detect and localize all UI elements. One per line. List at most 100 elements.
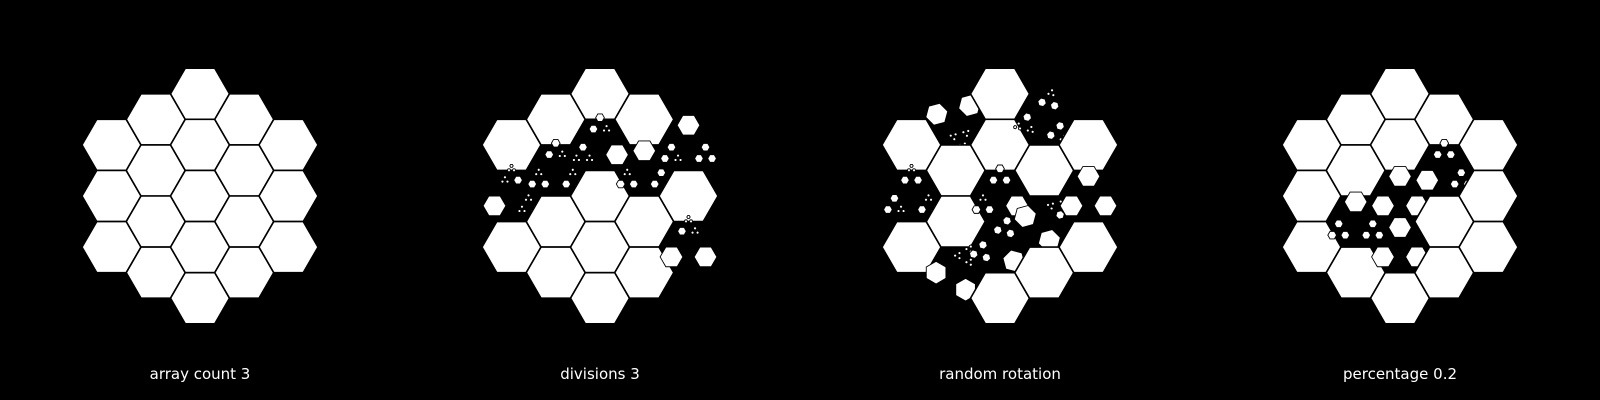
- sub-hexagon: [625, 167, 630, 172]
- sub-hexagon: [961, 130, 966, 135]
- sub-hexagon: [574, 153, 579, 158]
- sub-hexagon: [540, 179, 551, 189]
- sub-hexagon: [1343, 191, 1368, 213]
- sub-hexagon: [1005, 228, 1016, 239]
- sub-hexagon: [506, 168, 512, 173]
- sub-hexagon: [1340, 230, 1351, 240]
- sub-hexagon: [1049, 100, 1060, 111]
- sub-hexagon: [1055, 210, 1065, 220]
- sub-hexagon: [522, 209, 527, 213]
- sub-hexagon: [676, 114, 701, 136]
- sub-hexagon: [1030, 129, 1035, 134]
- sub-hexagon: [911, 168, 917, 173]
- sub-hexagon: [675, 153, 681, 158]
- sub-hexagon: [595, 113, 605, 122]
- hex-cluster-array-count-3: [81, 67, 319, 325]
- hexagon: [1058, 118, 1119, 172]
- sub-hexagon: [1050, 201, 1056, 206]
- sub-hexagon: [627, 172, 632, 177]
- sub-hexagon: [1371, 246, 1395, 268]
- sub-hexagon: [988, 175, 999, 185]
- sub-hexagon: [909, 163, 914, 168]
- sub-hexagon: [955, 277, 976, 302]
- sub-hexagon: [677, 226, 687, 236]
- sub-hexagon: [513, 175, 523, 185]
- sub-hexagon: [995, 164, 1005, 174]
- sub-hexagon: [1001, 175, 1012, 185]
- caption-percentage: percentage 0.2: [1342, 365, 1458, 383]
- sub-hexagon: [560, 149, 565, 154]
- sub-hexagon: [1371, 195, 1395, 217]
- sub-hexagon: [957, 250, 962, 256]
- sub-hexagon: [898, 204, 904, 209]
- sub-hexagon: [584, 158, 590, 162]
- sub-hexagon: [509, 163, 514, 168]
- sub-hexagon: [1058, 199, 1063, 204]
- sub-hexagon: [1045, 202, 1051, 208]
- sub-hexagon: [628, 179, 639, 189]
- sub-hexagon: [1002, 216, 1012, 226]
- hexagon: [658, 169, 719, 223]
- sub-hexagon: [948, 133, 953, 138]
- sub-hexagon: [1367, 219, 1378, 229]
- sub-hexagon: [968, 262, 973, 267]
- sub-hexagon: [983, 197, 988, 202]
- sub-hexagon: [1055, 121, 1065, 131]
- sub-hexagon: [695, 230, 700, 235]
- sub-hexagon: [896, 209, 901, 213]
- sub-hexagon: [978, 240, 988, 250]
- sub-hexagon: [925, 102, 949, 126]
- sub-hexagon: [1022, 112, 1032, 122]
- sub-hexagon: [1037, 97, 1047, 108]
- sub-hexagon: [1093, 195, 1118, 217]
- sub-hexagon: [649, 179, 660, 189]
- sub-hexagon: [523, 197, 529, 202]
- sub-hexagon: [917, 205, 927, 214]
- sub-hexagon: [900, 175, 910, 185]
- sub-hexagon: [1439, 139, 1450, 148]
- sub-hexagon: [601, 128, 607, 133]
- sub-hexagon: [673, 158, 678, 162]
- sub-hexagon: [578, 142, 588, 152]
- hex-cluster-divisions-3: [481, 67, 719, 325]
- sub-hexagon: [968, 244, 973, 249]
- sub-hexagon: [587, 153, 592, 158]
- sub-hexagon: [1013, 204, 1037, 228]
- sub-hexagon: [526, 193, 531, 198]
- sub-hexagon: [1017, 126, 1023, 131]
- sub-hexagon: [571, 158, 577, 162]
- sub-hexagon: [964, 246, 969, 252]
- sub-hexagon: [1415, 169, 1440, 191]
- sub-hexagon: [692, 226, 698, 231]
- sub-hexagon: [588, 124, 599, 134]
- sub-hexagon: [660, 154, 670, 163]
- sub-hexagon: [688, 219, 694, 224]
- sub-hexagon: [539, 172, 544, 177]
- sub-hexagon: [1029, 124, 1034, 130]
- sub-hexagon: [693, 246, 718, 268]
- sub-hexagon: [528, 197, 534, 202]
- sub-hexagon: [519, 204, 525, 209]
- hexagon: [258, 220, 319, 274]
- sub-hexagon: [980, 193, 986, 198]
- sub-hexagon: [536, 167, 541, 172]
- sub-hexagon: [883, 205, 893, 214]
- sub-hexagon: [953, 253, 958, 258]
- hexagon: [969, 67, 1031, 121]
- sub-hexagon: [966, 128, 971, 134]
- hexagon: [1458, 220, 1519, 274]
- sub-hexagon: [686, 215, 691, 219]
- sub-hexagon: [1333, 219, 1344, 229]
- sub-hexagon: [500, 179, 505, 184]
- sub-hexagon: [527, 179, 538, 189]
- sub-hexagon: [1046, 130, 1056, 140]
- sub-hexagon: [984, 205, 995, 214]
- sub-hexagon: [1388, 166, 1412, 187]
- sub-hexagon: [1059, 195, 1084, 217]
- sub-hexagon: [1076, 166, 1101, 187]
- sub-hexagon: [700, 142, 711, 152]
- sub-hexagon: [570, 167, 575, 172]
- sub-hexagon: [562, 154, 568, 158]
- sub-hexagon: [928, 197, 934, 202]
